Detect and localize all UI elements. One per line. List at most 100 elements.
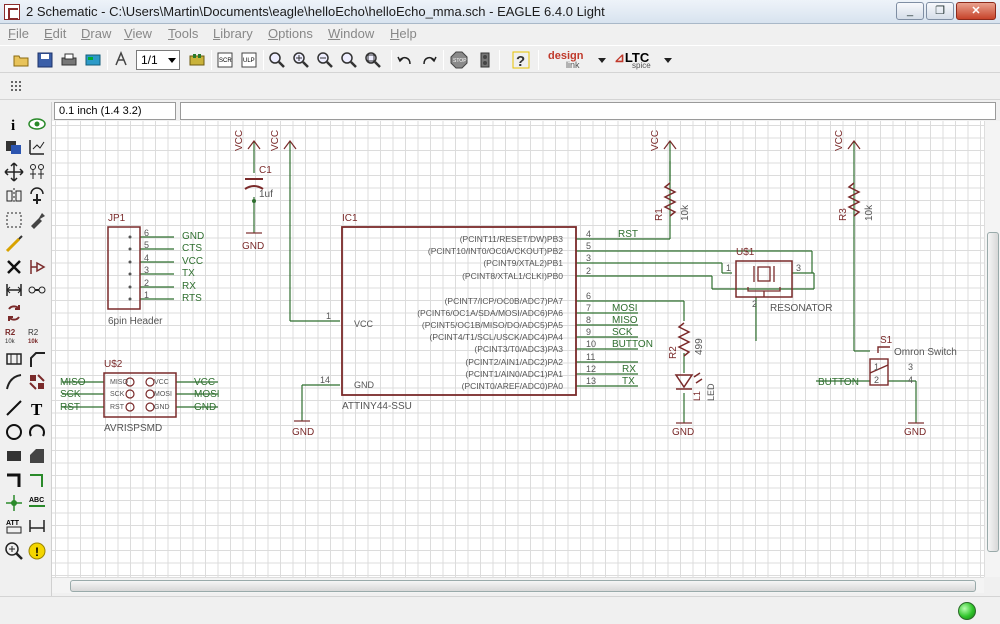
- split-icon[interactable]: [4, 372, 24, 392]
- show-icon[interactable]: [27, 114, 47, 134]
- menu-tools[interactable]: Tools: [168, 26, 199, 41]
- isp-header-u2[interactable]: [103, 372, 177, 418]
- erc-icon[interactable]: [4, 541, 24, 561]
- menu-help[interactable]: Help: [390, 26, 417, 41]
- label-icon[interactable]: ABC: [27, 493, 47, 513]
- print-icon[interactable]: [60, 51, 78, 69]
- net-icon[interactable]: [27, 470, 47, 490]
- pin-number: 1: [326, 311, 331, 321]
- chevron-down-icon[interactable]: [664, 58, 672, 63]
- cam-processor-icon[interactable]: [84, 51, 102, 69]
- title-bar[interactable]: 2 Schematic - C:\Users\Martin\Documents\…: [0, 0, 1000, 24]
- eagle-app-icon[interactable]: [4, 4, 20, 20]
- header-jp1[interactable]: [107, 226, 141, 310]
- menu-view[interactable]: View: [124, 26, 152, 41]
- horizontal-scroll-thumb[interactable]: [70, 580, 976, 592]
- resistor-r2[interactable]: [677, 322, 691, 357]
- smash-icon[interactable]: [4, 349, 24, 369]
- group-icon[interactable]: [4, 210, 24, 230]
- arc-icon[interactable]: [27, 422, 47, 442]
- go-icon[interactable]: [476, 51, 494, 69]
- vertical-scrollbar[interactable]: [984, 121, 1000, 577]
- polygon-icon[interactable]: [27, 446, 47, 466]
- wire-icon[interactable]: [4, 398, 24, 418]
- pin-number: 13: [586, 376, 596, 386]
- menu-library[interactable]: Library: [213, 26, 253, 41]
- switch-s1[interactable]: [869, 346, 890, 386]
- schematic-canvas[interactable]: VCC VCC VCC VCC GND GND GND GND C1 1uf J…: [52, 121, 984, 577]
- text-icon[interactable]: T: [27, 398, 47, 419]
- add-icon[interactable]: [27, 257, 47, 277]
- stop-icon[interactable]: STOP: [450, 51, 468, 69]
- net-label: SCK: [612, 327, 633, 338]
- grid-icon[interactable]: [10, 80, 24, 94]
- ulp-icon[interactable]: ULP: [240, 51, 258, 69]
- capacitor-c1[interactable]: [244, 178, 264, 190]
- copy-icon[interactable]: [27, 162, 47, 182]
- zoom-select-icon[interactable]: [364, 51, 382, 69]
- miter-icon[interactable]: [27, 349, 47, 369]
- undo-icon[interactable]: [396, 51, 414, 69]
- pin-number: 2: [752, 299, 757, 309]
- redraw-icon[interactable]: [340, 51, 358, 69]
- junction-icon[interactable]: [4, 493, 24, 513]
- script-icon[interactable]: SCR: [216, 51, 234, 69]
- menu-draw[interactable]: Draw: [81, 26, 112, 41]
- microcontroller-ic1[interactable]: [341, 226, 577, 396]
- vertical-scroll-thumb[interactable]: [987, 232, 999, 552]
- menu-options[interactable]: Options: [268, 26, 313, 41]
- rect-icon[interactable]: [4, 446, 24, 466]
- ltspice-button[interactable]: ⊿LTC spice: [614, 50, 651, 70]
- open-icon[interactable]: [12, 51, 30, 69]
- circle-icon[interactable]: [4, 422, 24, 442]
- mark-icon[interactable]: [27, 137, 47, 157]
- help-icon[interactable]: ?: [512, 51, 530, 70]
- move-icon[interactable]: [4, 162, 24, 182]
- info-icon[interactable]: i: [4, 114, 24, 134]
- c1-name: C1: [259, 165, 272, 176]
- chevron-down-icon[interactable]: [598, 58, 606, 63]
- board-icon[interactable]: [188, 51, 206, 69]
- pinswap-icon[interactable]: [4, 280, 24, 300]
- paste-icon[interactable]: [4, 234, 24, 254]
- menu-window[interactable]: Window: [328, 26, 375, 41]
- led-l1[interactable]: [674, 372, 703, 390]
- display-icon[interactable]: [4, 137, 24, 157]
- sheet-icon[interactable]: [112, 51, 130, 69]
- sheet-select[interactable]: 1/1: [136, 50, 180, 70]
- zoom-out-icon[interactable]: [316, 51, 334, 69]
- menu-file[interactable]: File: [8, 26, 29, 41]
- command-line-input[interactable]: [180, 102, 996, 120]
- ic1-value: ATTINY44-SSU: [342, 401, 412, 412]
- invoke-icon[interactable]: [27, 372, 47, 392]
- gnd-label: GND: [904, 427, 926, 438]
- bus-icon[interactable]: [4, 470, 24, 490]
- minimize-button[interactable]: _: [896, 2, 924, 20]
- resistor-r1[interactable]: [663, 182, 677, 217]
- change-icon[interactable]: [27, 210, 47, 230]
- attribute-icon[interactable]: ATT: [4, 516, 24, 536]
- mirror-icon[interactable]: [4, 186, 24, 206]
- zoom-fit-icon[interactable]: [268, 51, 286, 69]
- menu-edit[interactable]: Edit: [44, 26, 67, 41]
- redo-icon[interactable]: [420, 51, 438, 69]
- resistor-r3[interactable]: [847, 182, 861, 217]
- close-button[interactable]: ✕: [956, 2, 996, 20]
- horizontal-scrollbar[interactable]: [52, 577, 984, 593]
- pin-number: 4: [586, 229, 591, 239]
- delete-icon[interactable]: [4, 257, 24, 277]
- pin-number: 2: [874, 375, 879, 385]
- dimension-icon[interactable]: [27, 516, 47, 536]
- errors-icon[interactable]: !: [27, 541, 47, 561]
- svg-text:!: !: [35, 545, 39, 559]
- replace-icon[interactable]: [4, 303, 24, 323]
- maximize-button[interactable]: ❐: [926, 2, 954, 20]
- save-icon[interactable]: [36, 51, 54, 69]
- rotate-icon[interactable]: [27, 186, 47, 206]
- gateswap-icon[interactable]: [27, 280, 47, 300]
- zoom-in-icon[interactable]: [292, 51, 310, 69]
- pin-number: 5: [586, 241, 591, 251]
